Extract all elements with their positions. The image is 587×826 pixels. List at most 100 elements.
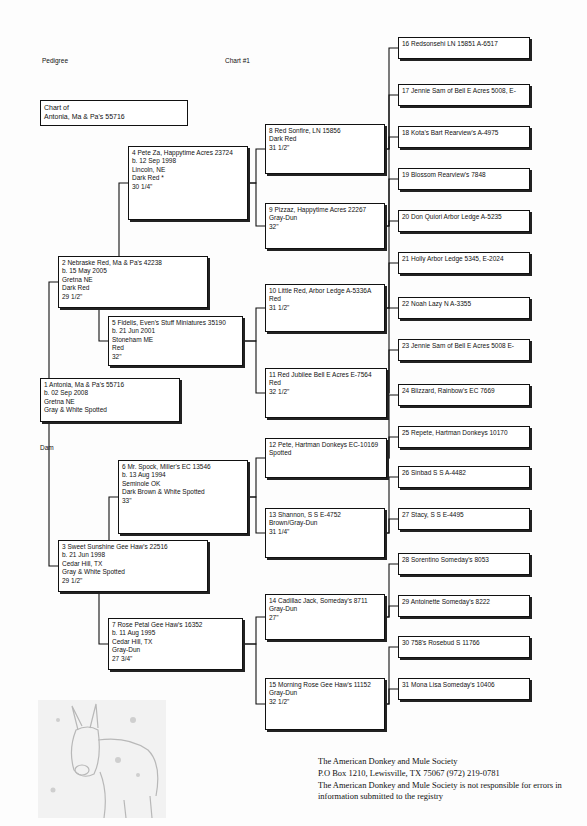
pedigree-connector xyxy=(99,308,108,341)
animal-detail: 27" xyxy=(269,614,381,622)
pedigree-connector xyxy=(248,183,265,226)
great-grandparent-box: 9 Pizzaz, Happytime Acres 22267Gray-Dun3… xyxy=(265,203,385,249)
ancestor-box: 18 Kota's Bart Rearview's A-4975 xyxy=(398,126,530,148)
ancestor-box: 16 Redsonsehi LN 15851 A-6517 xyxy=(398,37,530,59)
animal-name: 30 758's Rosebud S 11766 xyxy=(402,639,526,647)
animal-detail: Cedar Hill, TX xyxy=(62,560,204,568)
animal-detail: 32 1/2" xyxy=(269,698,381,706)
animal-name: 13 Shannon, S S E-4752 xyxy=(269,511,381,519)
society-name: The American Donkey and Mule Society xyxy=(318,756,578,767)
donkey-photo xyxy=(38,700,166,818)
animal-detail: Gray-Dun xyxy=(269,605,381,613)
grandparent-box: 4 Pete Za, Happytime Acres 23724b. 12 Se… xyxy=(128,146,248,220)
donkey-ears xyxy=(72,704,98,730)
animal-detail: Brown/Gray-Dun xyxy=(269,519,381,527)
animal-name: 2 Nebraske Red, Ma & Pa's 42238 xyxy=(62,259,204,267)
great-grandparent-box: 10 Little Red, Arbor Ledge A-5336ARed31 … xyxy=(265,284,385,332)
animal-detail: Seminole OK xyxy=(122,480,244,488)
animal-detail: 32 1/2" xyxy=(269,388,383,396)
animal-detail: Lincoln, NE xyxy=(132,166,244,174)
page-heading: Pedigree xyxy=(42,57,122,65)
parent-box: 3 Sweet Sunshine Gee Haw's 22516b. 21 Ju… xyxy=(58,540,208,592)
pedigree-connector xyxy=(248,149,265,183)
animal-detail: Gretna NE xyxy=(44,398,176,406)
animal-name: 28 Sorentino Someday's 8053 xyxy=(402,556,526,564)
animal-detail: Gray-Dun xyxy=(269,214,381,222)
animal-name: 15 Morning Rose Gee Haw's 11152 xyxy=(269,681,381,689)
animal-detail: Red xyxy=(112,344,239,352)
animal-detail: b. 15 May 2005 xyxy=(62,267,204,275)
animal-detail: Dark Red xyxy=(62,284,204,292)
ancestor-box: 20 Don Quiori Arbor Ledge A-5235 xyxy=(398,210,530,232)
animal-name: 18 Kota's Bart Rearview's A-4975 xyxy=(402,129,526,137)
pedigree-connector xyxy=(119,183,128,256)
animal-detail: 29 1/2" xyxy=(62,577,204,585)
pedigree-connector xyxy=(387,437,398,458)
pedigree-connector xyxy=(385,137,398,226)
animal-name: 6 Mr. Spock, Miller's EC 13546 xyxy=(122,463,244,471)
pedigree-connector xyxy=(385,564,398,617)
animal-name: 8 Red Sonfire, LN 15856 xyxy=(269,127,381,135)
animal-name: 29 Antoinette Someday's 8222 xyxy=(402,598,526,606)
subject-box: 1 Antonia, Ma & Pa's 55716b. 02 Sep 2008… xyxy=(40,378,180,422)
photo-speckle xyxy=(51,717,141,793)
animal-name: 9 Pizzaz, Happytime Acres 22267 xyxy=(269,206,381,214)
animal-name: 4 Pete Za, Happytime Acres 23724 xyxy=(132,149,244,157)
animal-detail: Gray & White Spotted xyxy=(62,568,204,576)
animal-detail: b. 21 Jun 2001 xyxy=(112,327,239,335)
ancestor-box: 17 Jennie Sam of Bell E Acres 5008, E- xyxy=(398,84,530,106)
animal-detail: b. 13 Aug 1994 xyxy=(122,471,244,479)
animal-name: 12 Pete, Hartman Donkeys EC-10169 xyxy=(269,441,383,449)
pedigree-connector xyxy=(99,592,108,644)
donkey-sketch xyxy=(71,704,157,818)
animal-detail: 30 1/4" xyxy=(132,183,244,191)
great-grandparent-box: 13 Shannon, S S E-4752Brown/Gray-Dun31 1… xyxy=(265,508,385,558)
animal-detail: Gray-Dun xyxy=(269,689,381,697)
grandparent-box: 5 Fidelis, Even's Stuff Miniatures 35190… xyxy=(108,316,243,366)
animal-name: 1 Antonia, Ma & Pa's 55716 xyxy=(44,381,176,389)
ancestor-box: 22 Noah Lazy N A-3355 xyxy=(398,297,530,319)
pedigree-connector xyxy=(243,341,265,393)
animal-name: 25 Repete, Hartman Donkeys 10170 xyxy=(402,429,526,437)
ancestor-box: 26 Sinbad S S A-4482 xyxy=(398,466,530,488)
pedigree-connector xyxy=(387,308,398,393)
animal-name: 27 Stacy, S S E-4495 xyxy=(402,511,526,519)
ancestor-box: 25 Repete, Hartman Donkeys 10170 xyxy=(398,426,530,448)
animal-detail: Antonia, Ma & Pa's 55716 xyxy=(44,112,184,121)
animal-detail: Cedar Hill, TX xyxy=(112,638,239,646)
ancestor-box: 27 Stacy, S S E-4495 xyxy=(398,508,530,530)
animal-detail: Red xyxy=(269,379,383,387)
animal-detail: Stoneham ME xyxy=(112,336,239,344)
pedigree-connector xyxy=(387,350,398,393)
donkey-head xyxy=(71,727,99,776)
ancestor-box: 28 Sorentino Someday's 8053 xyxy=(398,553,530,575)
animal-name: 20 Don Quiori Arbor Ledge A-5235 xyxy=(402,213,526,221)
animal-detail: 32" xyxy=(112,353,239,361)
animal-name: 5 Fidelis, Even's Stuff Miniatures 35190 xyxy=(112,319,239,327)
animal-name: Chart of xyxy=(44,103,184,112)
donkey-muzzle xyxy=(75,765,89,775)
ancestor-box: 21 Holly Arbor Ledge 5345, E-2024 xyxy=(398,252,530,274)
animal-detail: b. 12 Sep 1998 xyxy=(132,157,244,165)
pedigree-connector xyxy=(385,221,398,308)
great-grandparent-box: 11 Red Jubilee Bell E Acres E-7564Red32 … xyxy=(265,368,387,418)
animal-name: 21 Holly Arbor Ledge 5345, E-2024 xyxy=(402,255,526,263)
parent-box: 2 Nebraske Red, Ma & Pa's 42238b. 15 May… xyxy=(58,256,208,308)
pedigree-connector xyxy=(385,477,398,533)
animal-name: 3 Sweet Sunshine Gee Haw's 22516 xyxy=(62,543,204,551)
animal-name: 7 Rose Petal Gee Haw's 16352 xyxy=(112,621,239,629)
ancestor-box: 29 Antoinette Someday's 8222 xyxy=(398,595,530,617)
animal-name: 17 Jennie Sam of Bell E Acres 5008, E- xyxy=(402,87,526,95)
pedigree-connector xyxy=(385,179,398,226)
pedigree-connector xyxy=(49,422,58,566)
animal-detail: 31 1/2" xyxy=(269,304,381,312)
animal-name: 19 Blossom Rearview's 7848 xyxy=(402,171,526,179)
animal-detail: b. 21 Jun 1998 xyxy=(62,551,204,559)
animal-detail: 27 3/4" xyxy=(112,655,239,663)
dam-label: Dam xyxy=(40,444,80,452)
animal-name: 31 Mona Lisa Someday's 10406 xyxy=(402,681,526,689)
animal-detail: Dark Brown & White Spotted xyxy=(122,488,244,496)
chart-number: Chart #1 xyxy=(225,57,285,65)
pedigree-connector xyxy=(248,497,265,533)
pedigree-connector xyxy=(387,395,398,458)
